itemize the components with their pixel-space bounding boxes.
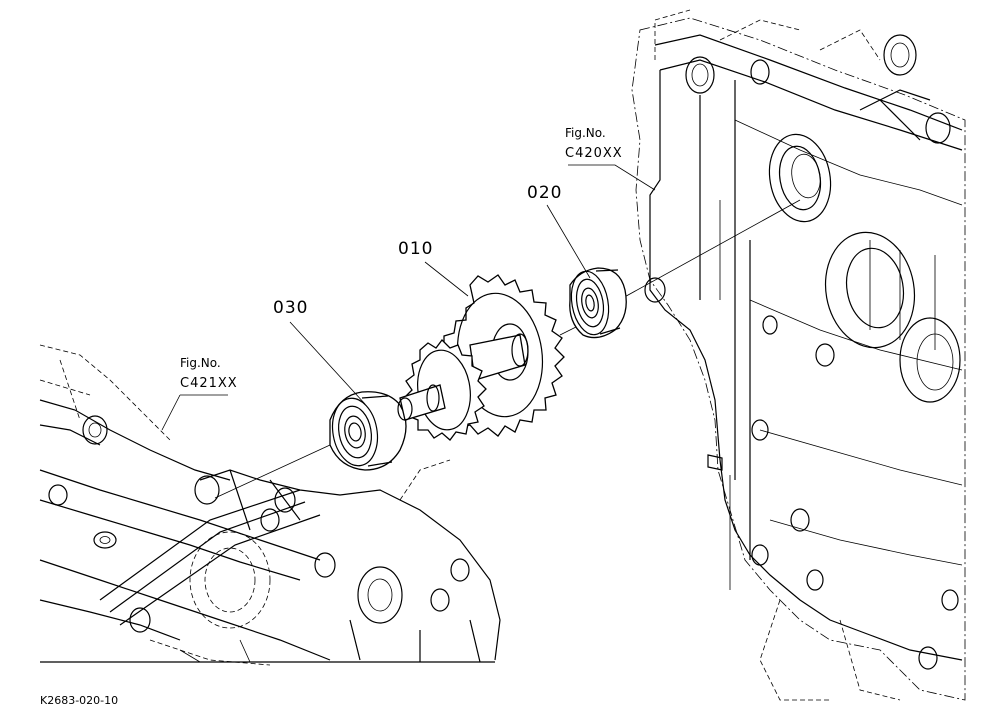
- left-transmission-housing: [39, 344, 501, 666]
- bearing-030: [329, 391, 407, 471]
- callout-030: 030: [273, 298, 309, 318]
- right-transmission-housing: [631, 9, 966, 701]
- leader-lines: [161, 164, 656, 431]
- callout-020: 020: [527, 183, 563, 203]
- bearing-020: [569, 267, 627, 339]
- reference-c420xx-title: Fig.No.: [565, 126, 606, 140]
- reference-c421xx-title: Fig.No.: [180, 356, 221, 370]
- drawing-id: K2683-020-10: [40, 694, 119, 707]
- callout-010: 010: [398, 239, 434, 259]
- reference-c421xx-code: C421XX: [180, 376, 238, 391]
- reference-c420xx-code: C420XX: [565, 146, 623, 161]
- gear-shaft-010: [397, 274, 565, 441]
